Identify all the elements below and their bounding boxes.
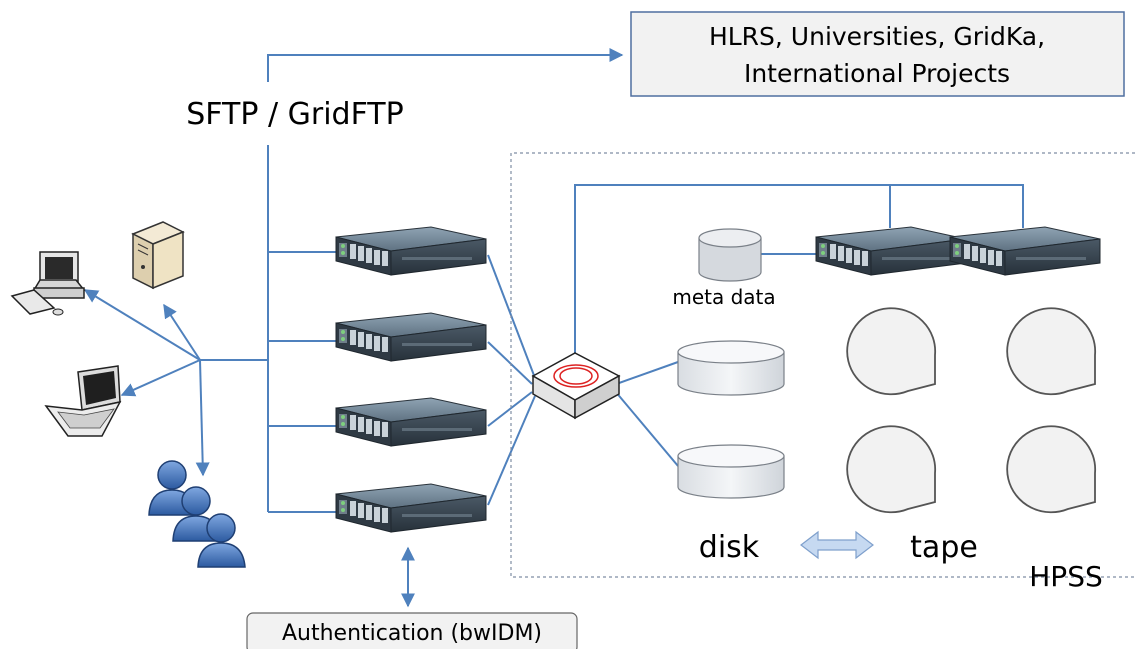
external-sites-box: HLRS, Universities, GridKa, Internationa… (630, 11, 1125, 97)
tape-cartridge-icon (1006, 425, 1097, 514)
tape-cartridge-icon (846, 425, 937, 514)
meta-data-label: meta data (672, 285, 775, 309)
tape-label: tape (910, 530, 978, 565)
external-link-line (267, 48, 624, 82)
connector-lines (83, 48, 1024, 608)
users-group-icon (148, 460, 246, 568)
tape-cartridge-icon (1006, 307, 1097, 396)
disk-storage-icon (677, 444, 785, 499)
network-switch-icon (531, 352, 621, 420)
desktop-computer-icon (10, 251, 86, 316)
rack-server-icon (335, 226, 487, 276)
rack-server-icon (815, 226, 967, 276)
laptop-icon (44, 365, 122, 437)
bidirectional-arrow-icon (800, 530, 874, 560)
authentication-label: Authentication (bwIDM) (282, 621, 542, 646)
tower-server-icon (131, 221, 185, 290)
users-link (195, 359, 210, 477)
external-sites-line2: International Projects (744, 59, 1010, 88)
tape-cartridge-icon (846, 307, 937, 396)
rack-server-icon (949, 226, 1101, 276)
hpss-label: HPSS (1029, 560, 1103, 593)
rack-server-icon (335, 483, 487, 533)
desktop-link (83, 289, 201, 361)
tower-link (163, 303, 201, 361)
disk-label: disk (699, 530, 760, 565)
rack-server-icon (335, 397, 487, 447)
rack-server-icon (335, 312, 487, 362)
protocol-label: SFTP / GridFTP (186, 97, 403, 132)
hpss-boundary (510, 152, 1135, 578)
external-sites-line1: HLRS, Universities, GridKa, (709, 22, 1045, 51)
authentication-box: Authentication (bwIDM) (246, 612, 578, 649)
database-icon (698, 228, 762, 282)
disk-storage-icon (677, 340, 785, 396)
laptop-link (120, 359, 201, 397)
